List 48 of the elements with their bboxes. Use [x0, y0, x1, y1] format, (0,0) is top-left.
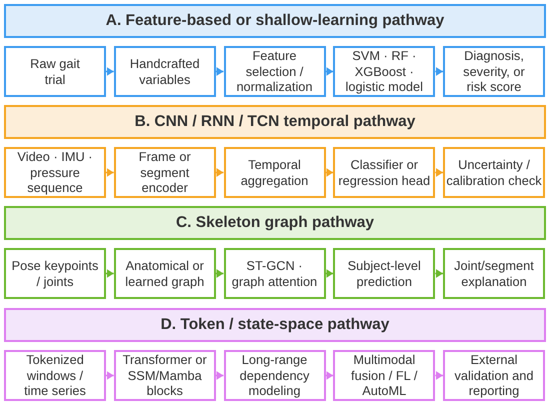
step-label: Video · IMU · pressure sequence	[16, 149, 94, 196]
process-box	[224, 46, 326, 97]
process-box	[224, 147, 326, 198]
process-box	[4, 147, 106, 198]
process-box	[4, 350, 106, 401]
step-label: Pose keypoints / joints	[10, 258, 100, 289]
process-box	[224, 350, 326, 401]
process-box	[443, 147, 545, 198]
process-box	[333, 147, 436, 198]
process-box	[333, 248, 436, 299]
process-box	[443, 350, 545, 401]
step-label: Frame or segment encoder	[138, 149, 192, 196]
process-box	[333, 46, 436, 97]
process-box	[4, 248, 106, 299]
process-box	[114, 248, 216, 299]
process-box	[333, 350, 436, 401]
process-box	[443, 46, 545, 97]
step-label: Subject-level prediction	[346, 258, 422, 289]
process-box	[4, 46, 106, 97]
step-label: Transformer or SSM/Mamba blocks	[122, 352, 208, 399]
step-label: SVM · RF · XGBoost · logistic model	[344, 48, 424, 95]
step-label: Handcrafted variables	[128, 56, 201, 87]
step-label: Long-range dependency modeling	[238, 352, 310, 399]
step-label: Raw gait trial	[29, 56, 81, 87]
step-label: Joint/segment explanation	[453, 258, 535, 289]
step-label: Feature selection / normalization	[235, 48, 314, 95]
step-label: ST-GCN · graph attention	[230, 258, 318, 289]
process-box	[114, 147, 216, 198]
pathway-title: D. Token / state-space pathway	[160, 316, 390, 334]
step-label: Classifier or regression head	[337, 157, 432, 188]
process-box	[114, 350, 216, 401]
process-box	[224, 248, 326, 299]
pathway-title: B. CNN / RNN / TCN temporal pathway	[134, 113, 416, 131]
pathway-header	[4, 308, 546, 342]
step-label: Uncertainty / calibration check	[445, 157, 543, 188]
step-label: Temporal aggregation	[240, 157, 310, 188]
process-box	[443, 248, 545, 299]
step-label: Multimodal fusion / FL / AutoML	[350, 352, 418, 399]
step-label: External validation and reporting	[454, 352, 534, 399]
process-box	[114, 46, 216, 97]
pathway-header	[4, 206, 546, 240]
pathway-header	[4, 105, 546, 139]
step-label: Anatomical or learned graph	[124, 258, 206, 289]
pathway-title: A. Feature-based or shallow-learning pathway	[106, 12, 444, 30]
pathway-title: C. Skeleton graph pathway	[176, 214, 374, 232]
step-label: Tokenized windows / time series	[23, 352, 87, 399]
step-label: Diagnosis, severity, or risk score	[462, 48, 526, 95]
pathway-header	[4, 4, 546, 38]
